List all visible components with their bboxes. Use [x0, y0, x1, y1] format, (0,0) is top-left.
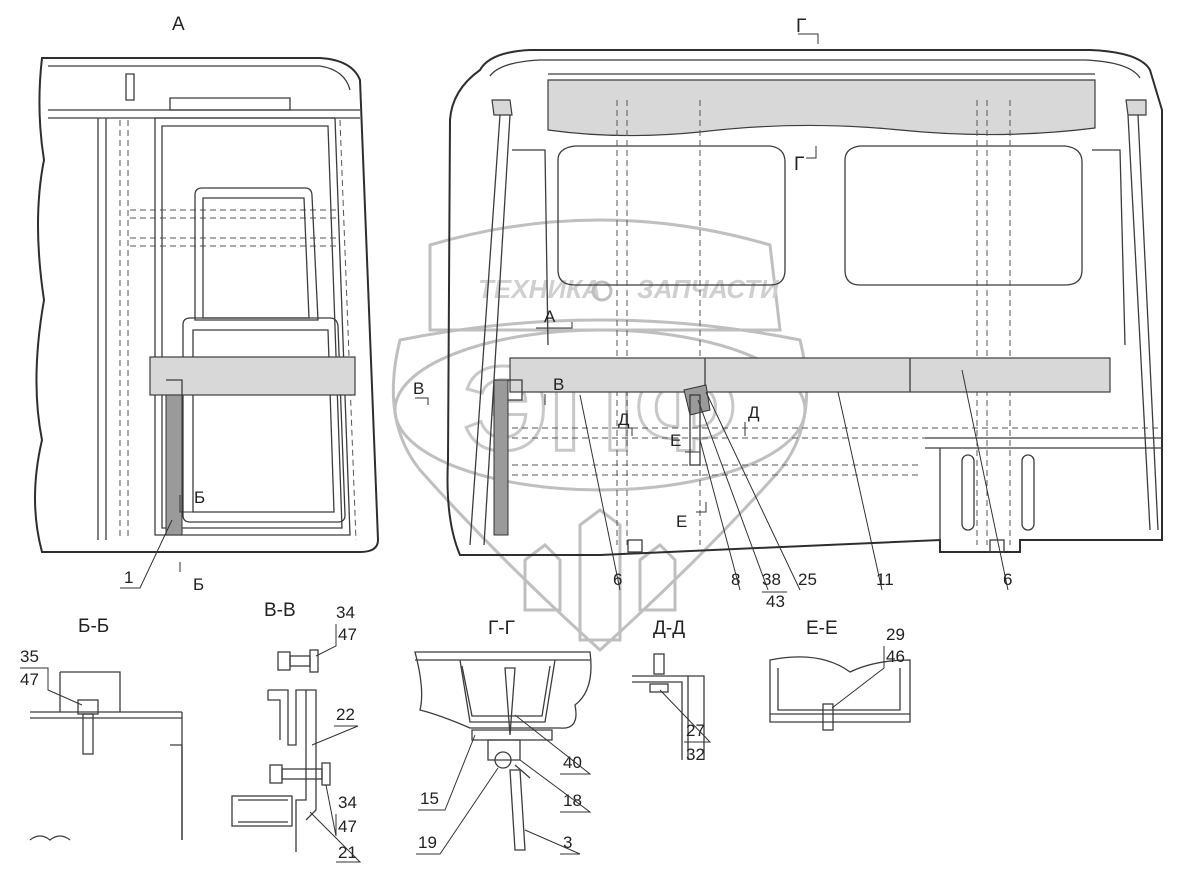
callout-22: 22	[336, 705, 355, 724]
section-mark-a: А	[544, 307, 556, 326]
watermark-left-word: ТЕХНИКА	[478, 274, 601, 304]
rear-window-right	[844, 145, 1083, 286]
callout-21: 21	[338, 843, 357, 862]
bottom-tab-right	[989, 539, 1005, 553]
bb-bolt-shank	[82, 713, 94, 755]
section-bb-title: Б-Б	[78, 616, 109, 637]
callout-47b: 47	[338, 625, 357, 644]
callout-8: 8	[731, 570, 740, 589]
watermark-right-word: ЗАПЧАСТИ	[637, 274, 780, 304]
callout-1: 1	[124, 568, 133, 587]
main-crossbar-11	[509, 357, 1111, 393]
gear-icon	[591, 280, 613, 302]
callout-38: 38	[762, 570, 781, 589]
section-gg: Г-Г 40 15 18 19 3	[414, 618, 592, 855]
section-mark-v-right: В	[553, 375, 564, 394]
view-a: А Б Б 1	[34, 14, 380, 594]
section-vv: В-В 34 47 22 34 47 21	[231, 600, 362, 863]
slot-right	[1021, 454, 1035, 531]
callout-35: 35	[20, 647, 39, 666]
callout-34b: 34	[338, 793, 357, 812]
callout-25: 25	[798, 570, 817, 589]
section-vv-title: В-В	[264, 600, 296, 621]
section-gg-title: Г-Г	[488, 618, 515, 639]
callout-34a: 34	[336, 603, 355, 622]
section-ee: Е-Е 29 46	[769, 618, 911, 731]
main-left-bracket	[493, 379, 509, 536]
view-a-crossbar	[149, 356, 356, 396]
section-bb: Б-Б 35 47	[20, 616, 183, 841]
callout-27: 27	[686, 721, 705, 740]
section-mark-e-top: Е	[670, 431, 681, 450]
vv-tube	[231, 795, 293, 827]
section-mark-d-right: Д	[748, 403, 760, 422]
slot-left	[961, 454, 975, 531]
section-ee-title: Е-Е	[806, 618, 838, 639]
callout-19: 19	[418, 833, 437, 852]
section-mark-e-bottom: Е	[676, 512, 687, 531]
callout-40: 40	[563, 753, 582, 772]
section-mark-b-top: Б	[194, 488, 205, 507]
view-a-vertical-bracket	[165, 394, 183, 536]
callout-15: 15	[420, 789, 439, 808]
callout-29: 29	[886, 625, 905, 644]
bracket-8	[689, 394, 701, 466]
callout-43: 43	[766, 592, 785, 611]
callout-11: 11	[876, 570, 894, 589]
section-mark-v-left: В	[413, 379, 424, 398]
section-mark-g-mid: Г	[794, 154, 804, 175]
view-g-mark-top: Г	[796, 16, 806, 37]
callout-46: 46	[886, 647, 905, 666]
section-dd: Д-Д 27 32	[632, 618, 712, 764]
callout-6a: 6	[613, 570, 622, 589]
view-a-title: А	[172, 14, 185, 35]
callout-3: 3	[563, 833, 572, 852]
callout-6b: 6	[1003, 570, 1012, 589]
section-dd-title: Д-Д	[653, 618, 685, 639]
main-view: Г	[413, 16, 1163, 611]
section-mark-b-bottom: Б	[193, 575, 204, 594]
callout-32: 32	[686, 745, 705, 764]
section-mark-d-left: Д	[618, 410, 630, 429]
callout-47c: 47	[338, 817, 357, 836]
rear-window-left	[557, 145, 786, 286]
callout-47a: 47	[20, 670, 39, 689]
bottom-tab-left	[627, 539, 643, 553]
main-roof-panel	[547, 79, 1096, 137]
